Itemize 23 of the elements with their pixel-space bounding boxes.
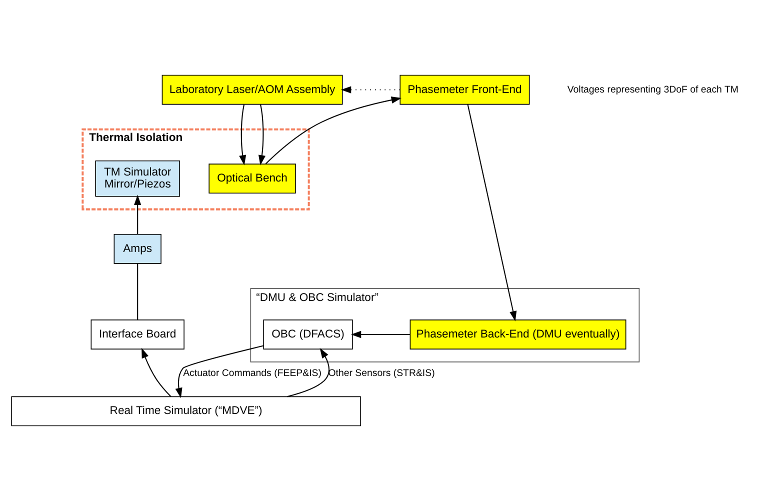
node-box: Optical Bench	[208, 163, 296, 194]
label: Voltages representing 3DoF of each TM	[567, 84, 738, 95]
arrow	[265, 96, 402, 164]
edge-label: Other Sensors (STR&IS)	[328, 368, 435, 379]
arrow	[134, 194, 142, 234]
edge-label: Actuator Commands (FEEP&IS)	[183, 368, 322, 379]
node-box: OBC (DFACS)	[263, 319, 353, 349]
connector	[137, 263, 138, 320]
node-box: Interface Board	[90, 319, 184, 349]
node-box: Amps	[114, 233, 162, 264]
node-box: TM Simulator Mirror/Piezos	[95, 160, 180, 196]
node-box: Phasemeter Back-End (DMU eventually)	[410, 319, 626, 349]
arrow	[350, 330, 410, 338]
arrow	[258, 104, 266, 165]
arrow	[340, 86, 400, 93]
node-box: Laboratory Laser/AOM Assembly	[162, 74, 343, 104]
arrow	[467, 104, 517, 321]
arrow	[239, 104, 246, 165]
arrow	[142, 347, 172, 396]
node-box: Real Time Simulator (“MDVE”)	[11, 396, 361, 426]
node-box: Phasemeter Front-End	[400, 74, 530, 104]
arrow	[175, 344, 264, 398]
arrow	[286, 348, 330, 397]
